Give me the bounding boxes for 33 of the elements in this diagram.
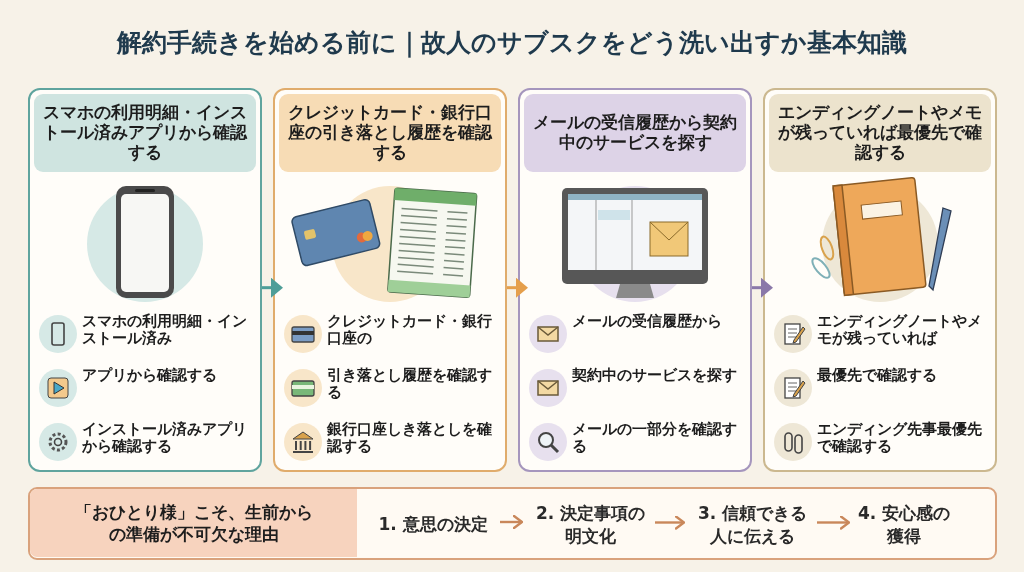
- panel-heading: クレジットカード・銀行口座の引き落とし履歴を確認する: [287, 102, 493, 164]
- arrow: [655, 515, 686, 530]
- step-panel: [763, 88, 997, 472]
- panel-heading: エンディングノートやメモが残っていれば最優先で確認する: [777, 102, 983, 164]
- item-text: エンディングノートやメモが残っていれば: [817, 313, 983, 348]
- item-text: スマホの利用明細・インストール済み: [82, 313, 248, 348]
- panel-heading: メールの受信履歴から契約中のサービスを探す: [532, 112, 738, 154]
- step-text: 3. 信頼できる人に伝える: [696, 502, 809, 547]
- arrow: [500, 514, 524, 530]
- item-text: 銀行口座しき落としを確認する: [327, 421, 493, 456]
- item-text: クレジットカード・銀行口座の: [327, 313, 493, 348]
- arrow: [507, 277, 528, 298]
- item-text: メールの一部分を確認する: [572, 421, 738, 456]
- panel-heading: スマホの利用明細・インストール済みアプリから確認する: [42, 102, 248, 164]
- step-text: 2. 決定事項の明文化: [534, 502, 647, 547]
- arrow: [262, 277, 283, 298]
- reason-bar: [28, 487, 997, 560]
- step-panel: [28, 88, 262, 472]
- reason-heading: 「おひとり様」こそ、生前からの準備が不可欠な理由: [73, 500, 314, 546]
- item-text: 契約中のサービスを探す: [572, 367, 738, 385]
- item-text: アプリから確認する: [82, 367, 218, 385]
- title: 解約手続きを始める前に｜故人のサブスクをどう洗い出すか基本知識: [115, 27, 908, 59]
- arrow: [752, 277, 773, 298]
- item-text: メールの受信履歴から: [572, 313, 723, 331]
- step-panel: [273, 88, 507, 472]
- item-text: エンディング先事最優先で確認する: [817, 421, 983, 456]
- step-panel: [518, 88, 752, 472]
- step-text: 1. 意思の決定: [378, 512, 488, 536]
- item-text: インストール済みアプリから確認する: [82, 421, 248, 456]
- item-text: 最優先で確認する: [817, 367, 938, 385]
- step-text: 4. 安心感の獲得: [856, 502, 952, 547]
- arrow: [817, 515, 851, 530]
- item-text: 引き落とし履歴を確認する: [327, 367, 493, 402]
